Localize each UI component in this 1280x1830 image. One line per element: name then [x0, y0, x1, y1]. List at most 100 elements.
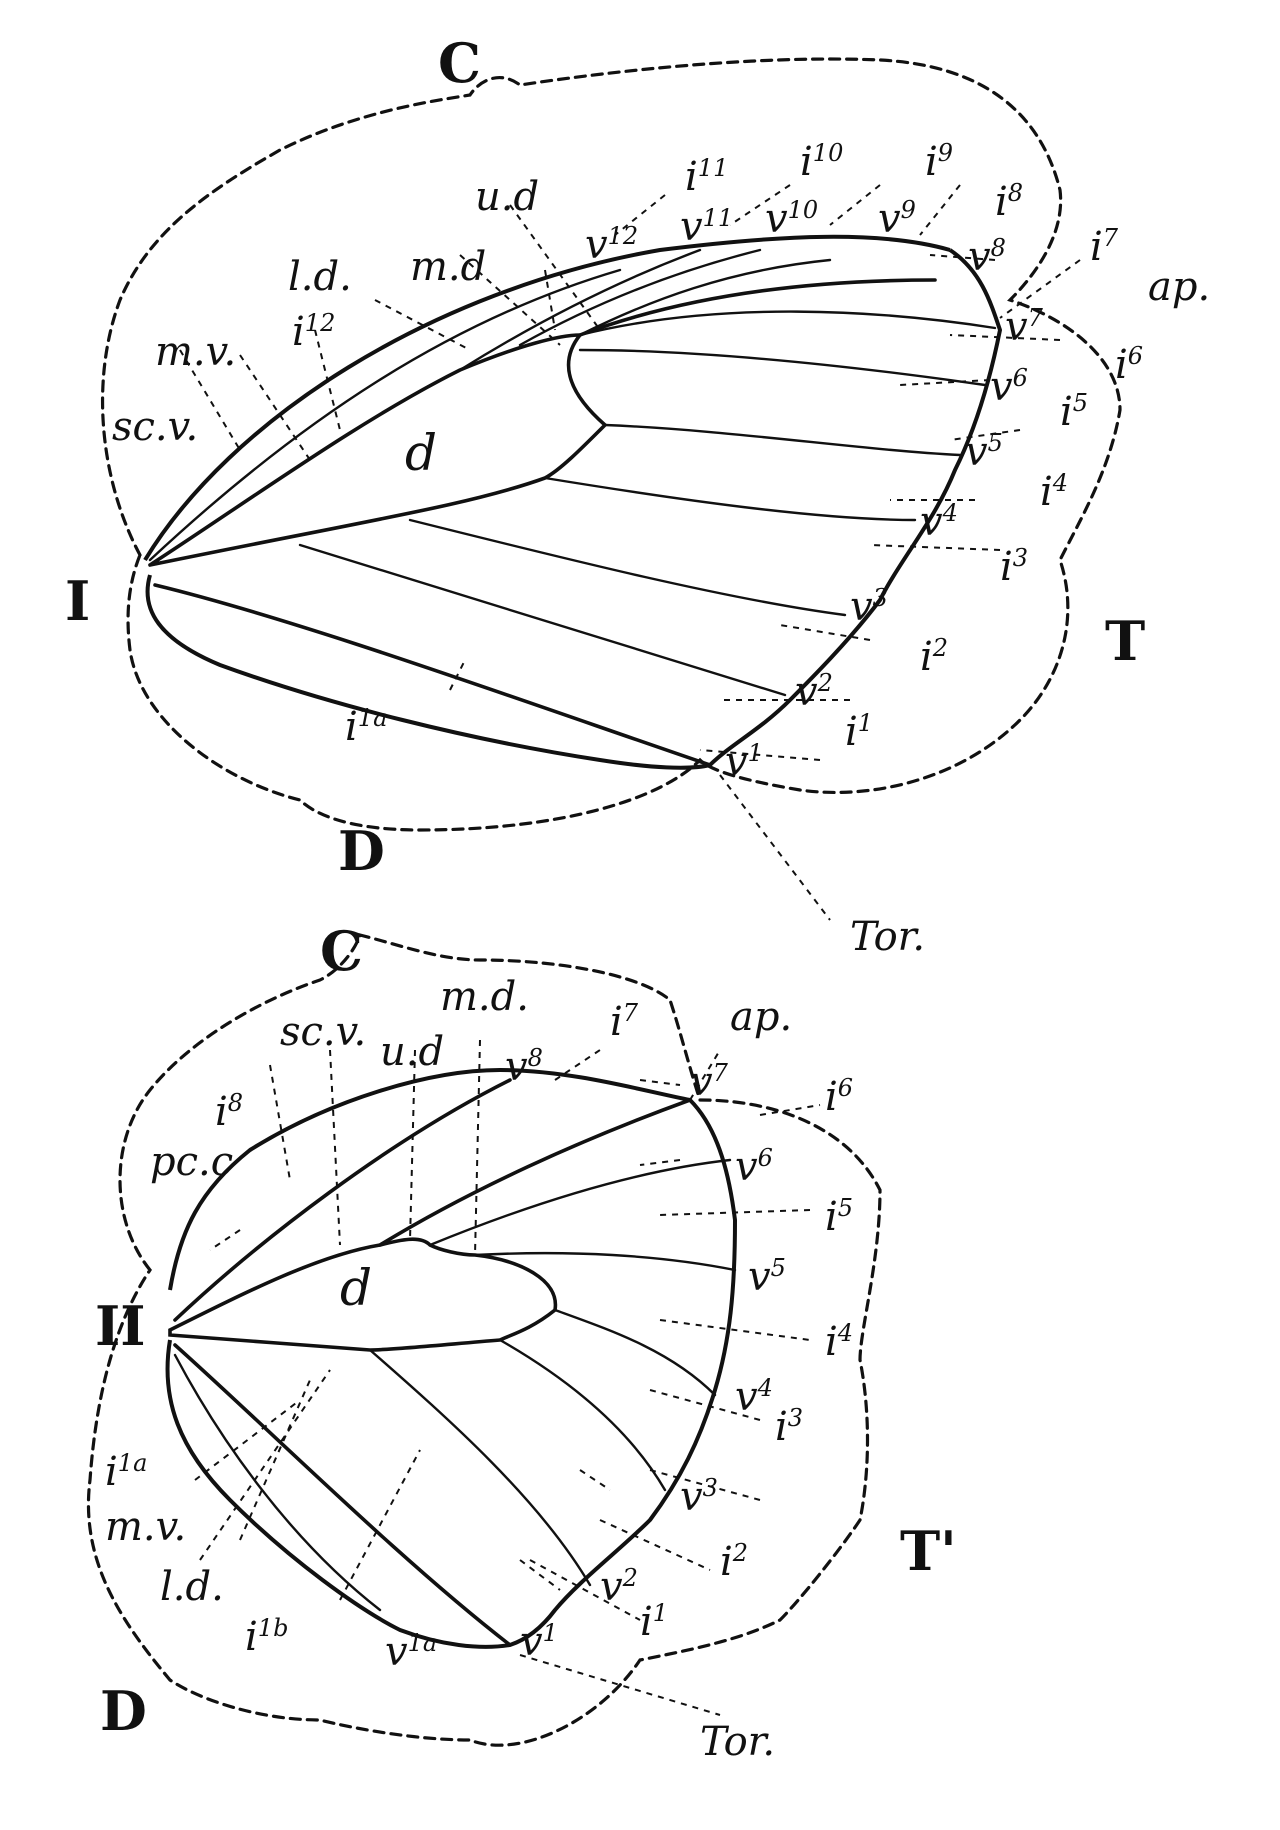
forewing-vein-label: v6	[990, 364, 1028, 410]
forewing-vein-label: v2	[795, 669, 833, 715]
forewing-vein-label: v10	[765, 196, 818, 242]
hindwing-discal-cell	[168, 1237, 558, 1352]
hindwing-mv-label: m.v.	[105, 1504, 186, 1550]
forewing-vein-2	[298, 543, 787, 697]
hindwing-vein-8	[173, 1078, 512, 1322]
forewing-vein-label: v3	[850, 584, 888, 630]
forewing-vein-4	[543, 476, 917, 522]
forewing-dorsum-label: D	[338, 819, 385, 883]
forewing-vein-label: v4	[920, 499, 958, 545]
hindwing-vein-5	[473, 1251, 737, 1272]
hindwing-scv-label: sc.v.	[280, 1009, 366, 1055]
forewing-vein-label: v7	[1005, 304, 1044, 350]
hindwing-dorsum-label: D	[100, 1679, 147, 1743]
forewing-interspace-label: i3	[1000, 544, 1028, 590]
hindwing-interspace-label: i7	[610, 999, 639, 1045]
hindwing-interspace-label: i2	[720, 1539, 748, 1585]
forewing-vein-label: v8	[968, 234, 1006, 280]
forewing-vein-1	[153, 583, 712, 767]
hindwing-interspace-label: i4	[825, 1319, 853, 1365]
hindwing-dorsum	[165, 1339, 511, 1649]
hindwing-ud-label: u.d	[380, 1029, 444, 1075]
forewing-interspace-label: i1	[845, 709, 873, 755]
hindwing-interspace-label: i3	[775, 1404, 803, 1450]
hindwing-vein-label: v1	[520, 1619, 558, 1665]
forewing-leader-lines	[179, 184, 1081, 921]
forewing-vein-label: v11	[680, 204, 733, 250]
forewing-vein-label: v9	[878, 196, 916, 242]
hindwing-costa-label: C	[320, 919, 363, 983]
forewing-interspace-label: i9	[925, 139, 953, 185]
forewing-vein-8	[578, 278, 937, 337]
forewing-vein-label: v5	[965, 429, 1003, 475]
forewing-interspace-label: i4	[1040, 469, 1068, 515]
hindwing-interspace-label: i5	[825, 1194, 853, 1240]
hindwing-leader-lines	[194, 1039, 821, 1716]
forewing-termen	[708, 248, 1002, 767]
forewing-dorsum	[145, 574, 711, 770]
hindwing-apex-label: ap.	[730, 994, 792, 1040]
hindwing-md-label: m.d.	[440, 974, 529, 1020]
hindwing-interspace-label: i1b	[245, 1614, 288, 1660]
forewing-interspace-label: i10	[800, 139, 843, 185]
hindwing-vein-1a	[173, 1353, 382, 1612]
forewing-inner-label: I	[65, 569, 90, 633]
hindwing-vein-7	[378, 1098, 692, 1247]
forewing-costa-label: C	[438, 31, 481, 95]
forewing-interspace-label: i1a	[345, 704, 387, 750]
hindwing-vein-label: v6	[735, 1144, 773, 1190]
hindwing-interspace-label: i6	[825, 1074, 853, 1120]
forewing-ld-label: l.d.	[288, 254, 352, 300]
forewing-md-label: m.d	[410, 244, 486, 290]
forewing-vein-9	[578, 258, 832, 337]
forewing-vein-6	[578, 348, 987, 387]
forewing-interspace-label: i12	[292, 309, 335, 355]
hindwing-interspace-label: i8	[215, 1089, 243, 1135]
forewing-interspace-label: i7	[1090, 224, 1119, 270]
hindwing-vein-6	[428, 1158, 732, 1247]
hindwing-pcc-label: pc.c	[150, 1139, 233, 1185]
hindwing-vein-label: v5	[748, 1254, 786, 1300]
hindwing-vein-label: v1a	[385, 1629, 437, 1675]
hindwing-outline	[86, 933, 882, 1747]
forewing-scv-label: sc.v.	[112, 404, 198, 450]
forewing: C I T D d u.d m.d l.d. m.v. sc.v. ap. To…	[65, 31, 1210, 960]
hindwing-vein-3	[498, 1338, 667, 1492]
forewing-vein-label: v12	[585, 222, 638, 268]
forewing-interspace-label: i11	[685, 154, 728, 200]
forewing-vein-7	[578, 310, 997, 337]
forewing-cell-label: d	[405, 424, 437, 482]
hindwing-vein-label: v7	[690, 1059, 729, 1105]
forewing-vein-10	[518, 248, 762, 347]
hindwing-interspace-label: i1a	[105, 1449, 147, 1495]
hindwing-termen-label: T'	[900, 1519, 957, 1583]
hindwing-costa	[168, 1068, 691, 1291]
forewing-outline	[100, 57, 1122, 832]
forewing-interspace-label: i8	[995, 179, 1023, 225]
hindwing-vein-label: v8	[505, 1044, 543, 1090]
forewing-vein-3	[408, 518, 847, 617]
forewing-tornus-label: Tor.	[850, 914, 925, 960]
hindwing: C II T' D d sc.v. u.d m.d. pc.c m.v. l.d…	[86, 919, 957, 1765]
hindwing-vein-label: v4	[735, 1374, 773, 1420]
hindwing-ld-label: l.d.	[160, 1564, 224, 1610]
forewing-vein-label: v1	[725, 739, 763, 785]
forewing-discal-cell	[148, 333, 608, 567]
hindwing-vein-4	[553, 1308, 717, 1397]
forewing-interspace-label: i5	[1060, 389, 1088, 435]
hindwing-vein-label: v3	[680, 1474, 718, 1520]
hindwing-vein-2	[368, 1348, 592, 1587]
hindwing-inner-label: II	[95, 1294, 146, 1358]
forewing-costa	[143, 234, 951, 562]
forewing-interspace-label: i2	[920, 634, 948, 680]
hindwing-interspace-label: i1	[640, 1599, 668, 1645]
forewing-mv-label: m.v.	[155, 329, 236, 375]
hindwing-termen	[509, 1098, 737, 1647]
hindwing-tornus-label: Tor.	[700, 1719, 775, 1765]
forewing-apex-label: ap.	[1148, 264, 1210, 310]
hindwing-vein-label: v2	[600, 1564, 638, 1610]
forewing-termen-label: T	[1105, 609, 1145, 673]
hindwing-cell-label: d	[340, 1259, 372, 1317]
forewing-vein-5	[603, 423, 962, 457]
